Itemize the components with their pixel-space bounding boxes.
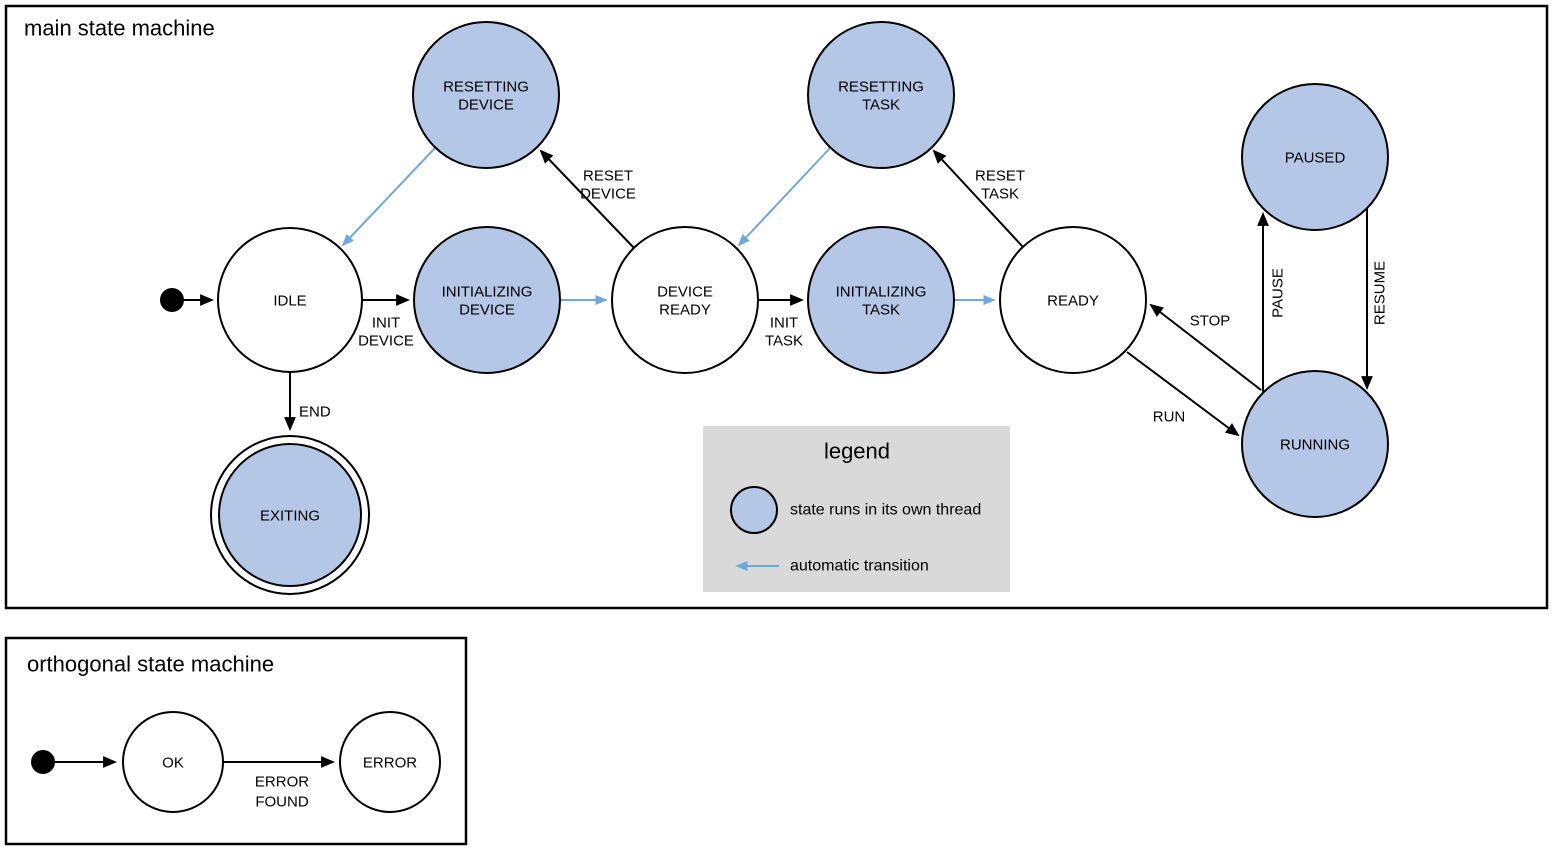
- state-initializing-device: [413, 226, 561, 374]
- legend-group: legend state runs in its own thread auto…: [703, 426, 1010, 592]
- state-resetting-device-label-line2: DEVICE: [458, 97, 514, 114]
- transition-auto-resetting-device-to-idle: [341, 147, 436, 247]
- main-machine-title: main state machine: [24, 16, 215, 41]
- orthogonal-machine-title: orthogonal state machine: [27, 652, 274, 677]
- orthogonal-state-machine-group: orthogonal state machine OK ERROR ERROR …: [4, 636, 468, 846]
- transition-end-label: END: [299, 404, 331, 421]
- state-running-label: RUNNING: [1280, 437, 1350, 454]
- transition-resume-label: RESUME: [1372, 261, 1389, 325]
- main-machine-border: [4, 4, 1549, 610]
- state-idle-label: IDLE: [273, 293, 306, 310]
- legend-threaded-state-label: state runs in its own thread: [790, 502, 981, 519]
- transition-init-task-label-line1: INIT: [770, 315, 798, 332]
- transition-stop-label: STOP: [1190, 313, 1231, 330]
- initial-state-dot: [160, 288, 184, 312]
- state-device-ready-label-line1: DEVICE: [657, 284, 713, 301]
- state-initializing-device-label-line1: INITIALIZING: [442, 284, 533, 301]
- transition-reset-task-label-line1: RESET: [975, 168, 1025, 185]
- state-ready-label: READY: [1047, 293, 1099, 310]
- orthogonal-machine-border: [4, 636, 468, 846]
- transition-reset-task-label-line2: TASK: [981, 186, 1019, 203]
- state-error-label: ERROR: [363, 755, 417, 772]
- state-resetting-task-label-line2: TASK: [862, 97, 900, 114]
- state-ok: [122, 711, 224, 813]
- state-initializing-task: [807, 226, 955, 374]
- state-resetting-task: [807, 21, 955, 169]
- state-resetting-task-label-line1: RESETTING: [838, 79, 924, 96]
- state-idle: [217, 227, 363, 373]
- state-initializing-device-label-line2: DEVICE: [459, 302, 515, 319]
- transition-run: [1126, 351, 1240, 437]
- transition-init-task-label-line2: TASK: [765, 333, 803, 350]
- transition-pause-label: PAUSE: [1270, 268, 1287, 318]
- state-device-ready: [611, 226, 759, 374]
- state-initializing-task-label-line1: INITIALIZING: [836, 284, 927, 301]
- state-resetting-device: [412, 21, 560, 169]
- transition-auto-resetting-task-to-device-ready: [737, 147, 831, 247]
- transition-init-device-label-line1: INIT: [372, 315, 400, 332]
- transition-init-device-label-line2: DEVICE: [358, 333, 414, 350]
- state-error: [339, 711, 441, 813]
- state-device-ready-label-line2: READY: [659, 302, 711, 319]
- transition-error-found-label-line2: FOUND: [255, 794, 308, 811]
- state-exiting-label: EXITING: [260, 508, 320, 525]
- transition-reset-device-label-line2: DEVICE: [580, 186, 636, 203]
- state-ok-label: OK: [162, 755, 184, 772]
- legend-auto-transition-label: automatic transition: [790, 558, 929, 575]
- transition-reset-device: [539, 149, 635, 249]
- transition-reset-device-label-line1: RESET: [583, 168, 633, 185]
- transition-error-found-label-line1: ERROR: [255, 774, 309, 791]
- state-ready: [999, 226, 1147, 374]
- state-resetting-device-label-line1: RESETTING: [443, 79, 529, 96]
- state-paused: [1241, 83, 1389, 231]
- state-initializing-task-label-line2: TASK: [862, 302, 900, 319]
- legend-threaded-state-icon: [730, 486, 778, 534]
- transition-stop: [1149, 303, 1262, 391]
- orthogonal-initial-state-dot: [31, 750, 55, 774]
- state-exiting: [218, 443, 362, 587]
- state-running: [1241, 370, 1389, 518]
- state-paused-label: PAUSED: [1285, 150, 1346, 167]
- transition-reset-task: [932, 149, 1024, 248]
- main-state-machine-group: main state machine: [4, 4, 1549, 610]
- legend-title: legend: [824, 439, 890, 464]
- transition-run-label: RUN: [1153, 409, 1186, 426]
